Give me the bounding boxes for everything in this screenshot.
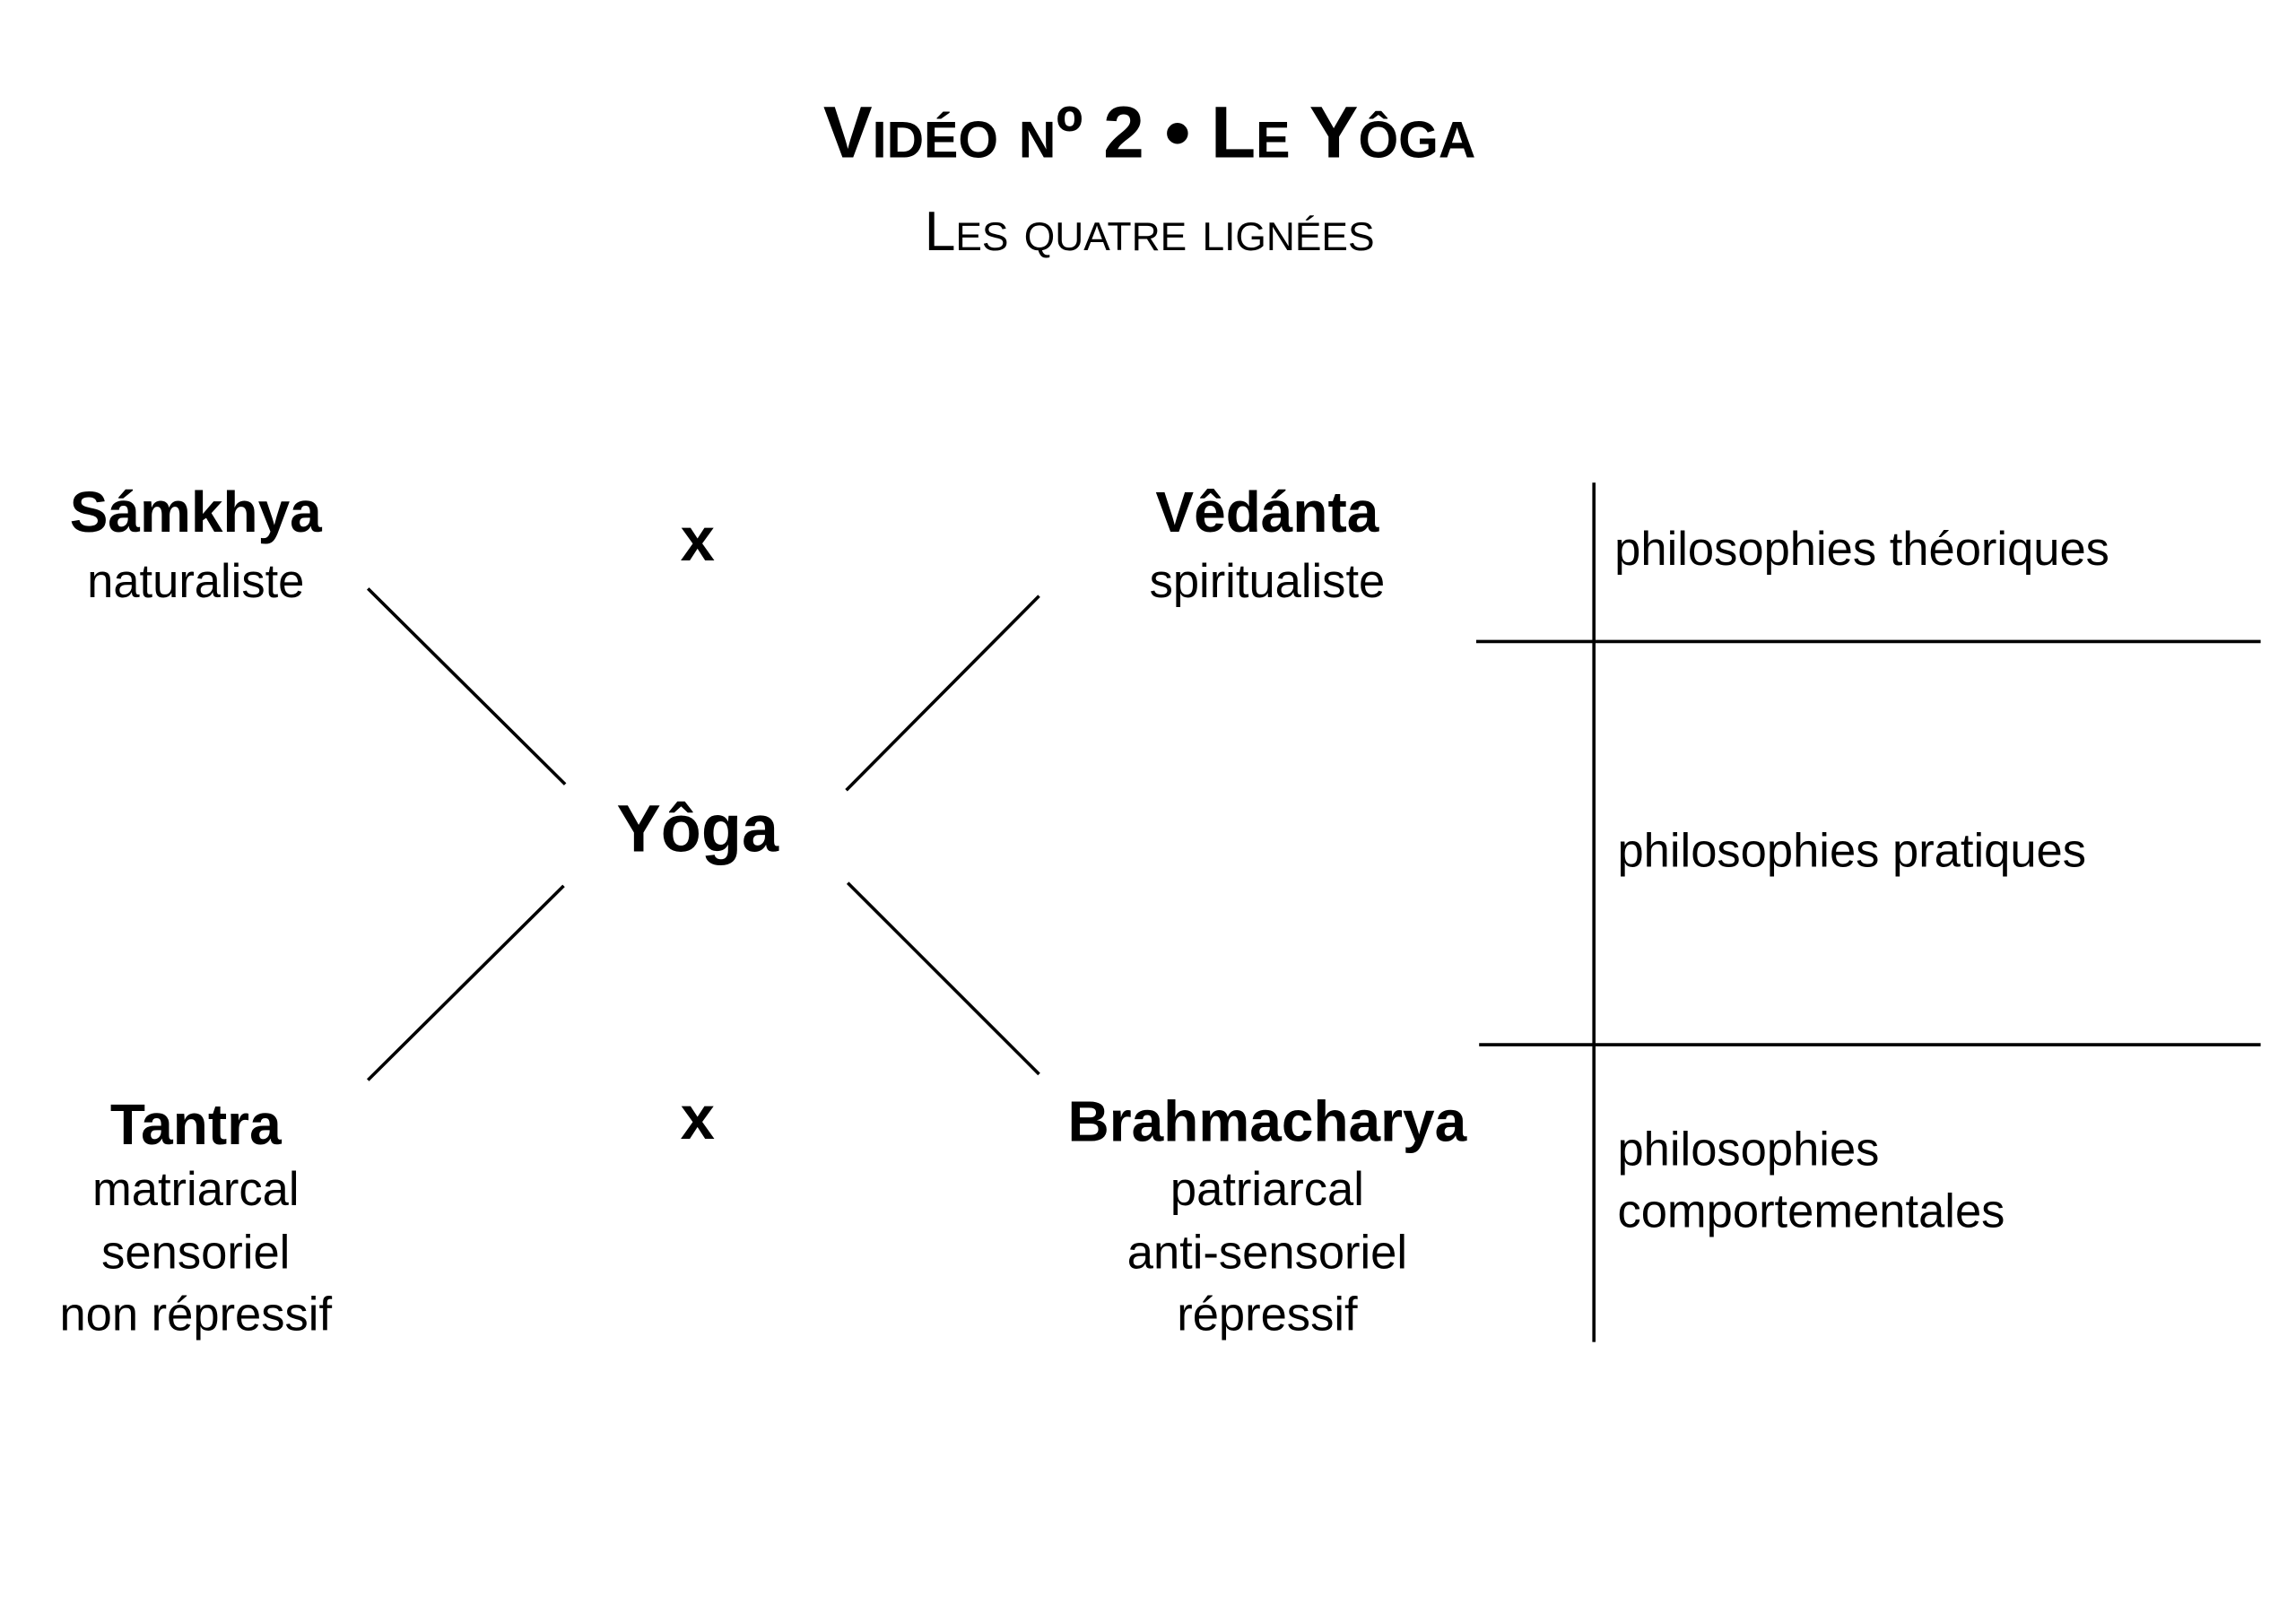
tantra-trait: sensoriel <box>101 1225 291 1280</box>
category-theoretical: philosophies théoriques <box>1614 522 2109 576</box>
samkhya-trait: naturaliste <box>87 554 305 608</box>
brahmacharya-trait: répressif <box>1177 1287 1358 1341</box>
tantra-trait: matriarcal <box>91 1162 300 1216</box>
page-subtitle: Les quatre lignées <box>924 201 1375 264</box>
category-practical: philosophies pratiques <box>1617 823 2087 878</box>
line-tantra <box>366 884 565 1081</box>
category-behavioral-line1: philosophies <box>1617 1123 1880 1176</box>
line-brahmacharya <box>846 881 1040 1076</box>
brahmacharya-trait: patriarcal <box>1170 1162 1364 1216</box>
line-samkhya <box>366 587 567 785</box>
brahmacharya-name: Brahmacharya <box>1067 1090 1467 1155</box>
brahmacharya-trait: anti-sensoriel <box>1126 1225 1408 1280</box>
tantra-trait: non répressif <box>59 1287 333 1341</box>
vedanta-name: Vêdánta <box>1155 482 1379 545</box>
samkhya-name: Sámkhya <box>69 482 322 545</box>
opposition-mark-top: x <box>680 504 716 574</box>
yoga-center: Yôga <box>616 791 779 866</box>
page-title: Vidéo nº 2 • Le Yôga <box>822 91 1476 174</box>
line-vedanta <box>845 595 1040 792</box>
category-behavioral-line2: comportementales <box>1617 1185 2005 1238</box>
opposition-mark-bottom: x <box>680 1082 716 1152</box>
vedanta-trait: spiritualiste <box>1149 554 1386 608</box>
tantra-name: Tantra <box>109 1094 282 1158</box>
